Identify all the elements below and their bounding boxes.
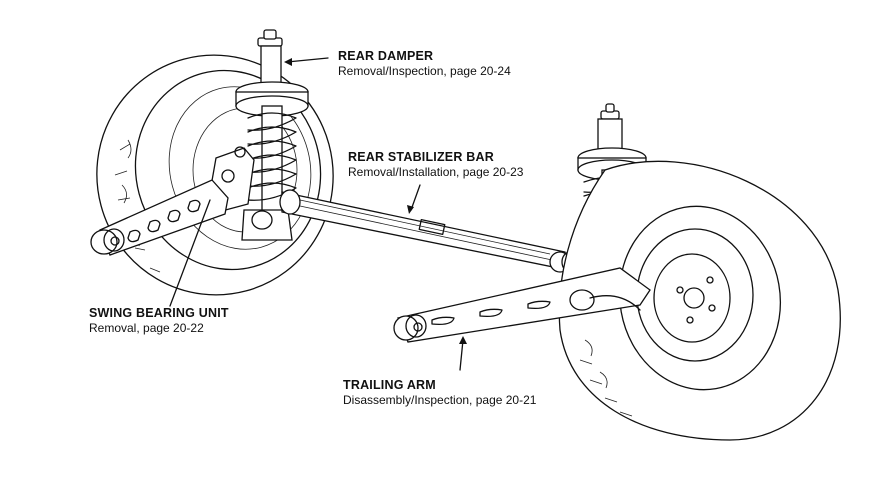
callout-title: SWING BEARING UNIT <box>89 306 229 320</box>
callout-page-reference: Disassembly/Inspection, page 20-21 <box>343 393 537 407</box>
callout-page-reference: Removal/Inspection, page 20-24 <box>338 64 511 78</box>
callout-arrows <box>169 57 467 371</box>
callout-title: TRAILING ARM <box>343 378 436 392</box>
stabilizer-bar <box>279 189 579 273</box>
damper-arrow <box>284 57 329 66</box>
swing-bearing-leader <box>169 199 211 307</box>
callout-trailing-arm: TRAILING ARM Disassembly/Inspection, pag… <box>343 378 536 407</box>
left-damper-spring <box>235 29 309 241</box>
callout-page-reference: Removal, page 20-22 <box>89 321 204 335</box>
callout-title: REAR STABILIZER BAR <box>348 150 494 164</box>
callout-title: REAR DAMPER <box>338 49 434 63</box>
callout-rear-stabilizer-bar: REAR STABILIZER BAR Removal/Installation… <box>348 150 523 179</box>
callout-rear-damper: REAR DAMPER Removal/Inspection, page 20-… <box>338 49 511 78</box>
left-trailing-arm <box>90 179 229 256</box>
stabilizer-arrow <box>407 184 421 214</box>
callout-page-reference: Removal/Installation, page 20-23 <box>348 165 524 179</box>
trailing-arm-arrow <box>459 336 467 371</box>
right-trailing-arm <box>393 267 651 343</box>
callout-swing-bearing-unit: SWING BEARING UNIT Removal, page 20-22 <box>89 306 229 335</box>
